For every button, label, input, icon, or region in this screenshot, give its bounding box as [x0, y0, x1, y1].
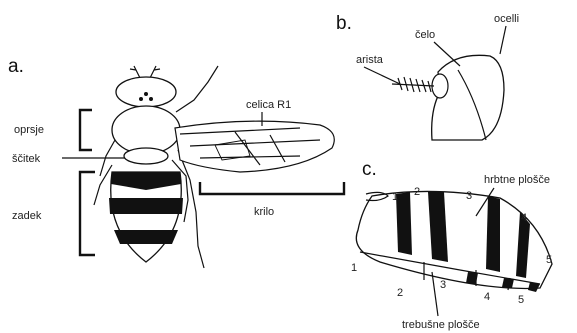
ventral-number-5: 5	[518, 294, 524, 306]
label-zadek: zadek	[12, 210, 42, 222]
label-krilo: krilo	[254, 206, 274, 218]
dorsal-number-3: 3	[466, 190, 472, 202]
label-arista: arista	[356, 54, 384, 66]
dorsal-number-4: 4	[521, 212, 527, 224]
label-hrbtne-plosce: hrbtne plošče	[484, 174, 550, 186]
pointer-trebusne	[432, 272, 438, 316]
fly-drawing	[94, 66, 334, 268]
pointer-ocelli	[500, 26, 506, 54]
panel-c-label: c.	[362, 159, 377, 180]
dorsal-number-2: 2	[414, 186, 420, 198]
panel-a-label: a.	[8, 56, 24, 77]
panel-b-label: b.	[336, 13, 352, 34]
bracket-oprsje	[80, 110, 92, 150]
label-celo: čelo	[415, 29, 435, 41]
bracket-krilo	[200, 182, 344, 194]
label-ocelli: ocelli	[494, 13, 519, 25]
head-drawing	[392, 55, 504, 140]
label-trebusne-plosce: trebušne plošče	[402, 319, 480, 331]
bracket-zadek	[80, 172, 95, 255]
ventral-number-1: 1	[351, 262, 357, 274]
dorsal-number-5: 5	[546, 254, 552, 266]
dorsal-number-1: 1	[392, 191, 398, 203]
ventral-number-4: 4	[484, 291, 490, 303]
label-oprsje: oprsje	[14, 124, 44, 136]
ventral-number-3: 3	[440, 279, 446, 291]
label-scitek: ščitek	[12, 153, 41, 165]
ventral-number-2: 2	[397, 287, 403, 299]
pointer-celo	[434, 42, 460, 66]
pointer-arista	[364, 67, 400, 84]
abdomen-side-drawing	[356, 191, 552, 292]
label-celica-r1: celica R1	[246, 99, 291, 111]
